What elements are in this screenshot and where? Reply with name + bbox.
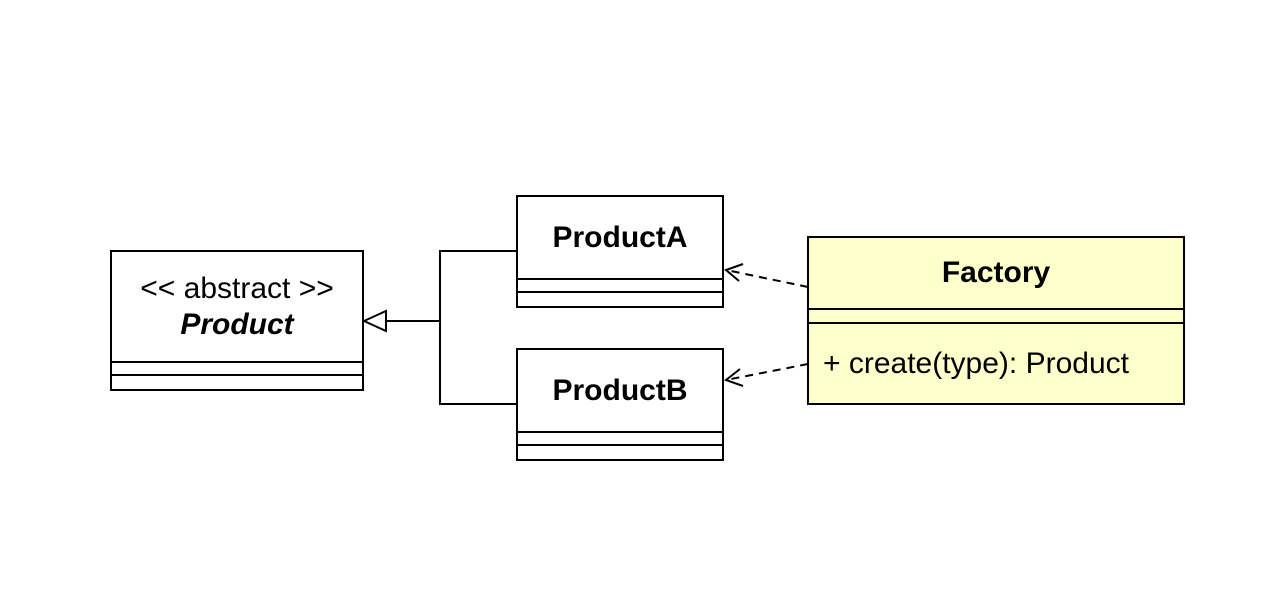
class-product-stereotype: << abstract >> (140, 271, 334, 305)
class-factory-attributes (809, 310, 1183, 324)
class-factory: Factory + create(type): Product (807, 236, 1185, 405)
class-product-operations (112, 376, 362, 389)
dependency-arrowhead-productb (723, 368, 744, 387)
class-product: << abstract >> Product (110, 250, 364, 391)
generalization-arrowhead (361, 309, 387, 333)
class-producta-attributes (518, 280, 722, 293)
dependency-line-productb (725, 363, 809, 381)
class-producta-header: ProductA (518, 197, 722, 280)
class-product-header: << abstract >> Product (112, 252, 362, 363)
dependency-line-producta (725, 269, 809, 288)
class-factory-operation-create: + create(type): Product (823, 346, 1129, 380)
generalization-line-producta (439, 250, 517, 321)
generalization-line-productb (439, 321, 517, 405)
class-productb-operations (518, 446, 722, 459)
class-producta-name: ProductA (552, 220, 688, 254)
dependency-arrowhead-producta (724, 263, 744, 282)
class-factory-name: Factory (941, 256, 1051, 289)
class-productb-attributes (518, 433, 722, 446)
class-factory-operations: + create(type): Product (809, 324, 1183, 403)
class-productb-name: ProductB (552, 373, 688, 407)
class-producta-operations (518, 293, 722, 306)
class-productb: ProductB (516, 348, 724, 461)
class-product-attributes (112, 363, 362, 376)
class-product-name: Product (180, 307, 294, 341)
class-productb-header: ProductB (518, 350, 722, 433)
class-producta: ProductA (516, 195, 724, 308)
class-factory-header: Factory (809, 238, 1183, 310)
